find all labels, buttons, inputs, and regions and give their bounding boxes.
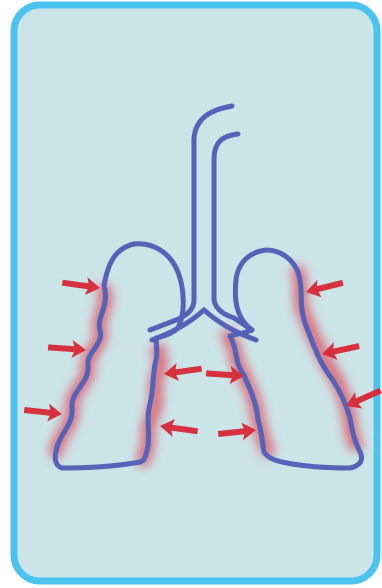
lungs-icon [0, 0, 382, 588]
lungs-illustration [0, 0, 382, 588]
